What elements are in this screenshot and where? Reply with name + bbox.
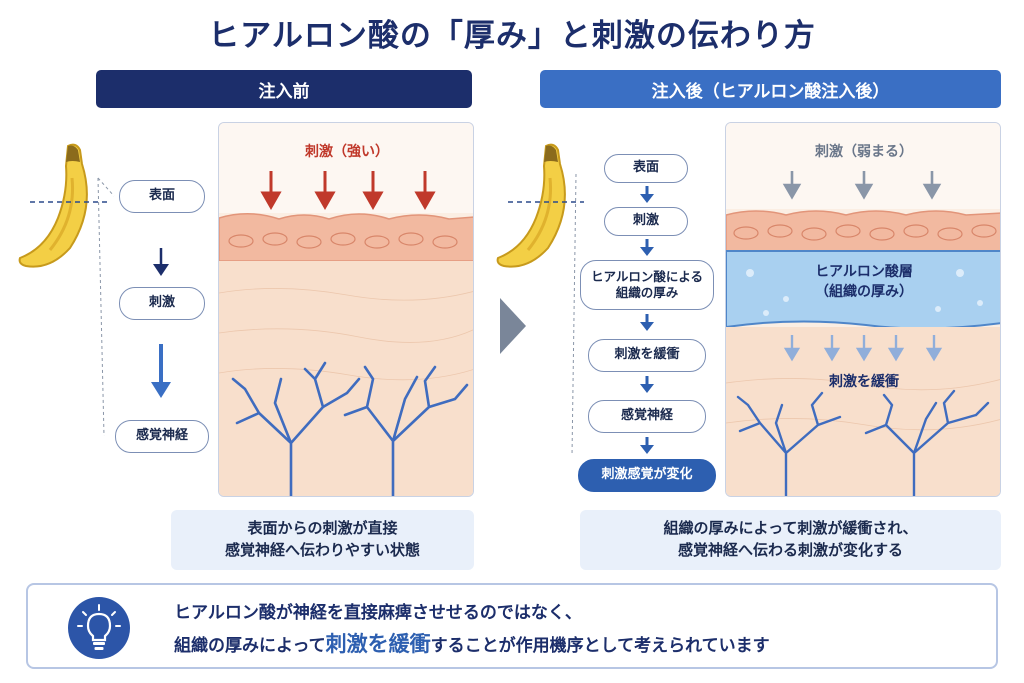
stimulus-strong-label: 刺激（強い）: [305, 144, 389, 160]
flow-step-surface: 表面: [119, 180, 205, 213]
flow-step-stimulus: 刺激: [604, 207, 688, 236]
ha-layer-label-line1: ヒアルロン酸層: [815, 264, 913, 280]
after-header: 注入後（ヒアルロン酸注入後）: [540, 70, 1001, 108]
connector-line: [571, 173, 577, 457]
conclusion-line2: 組織の厚みによって刺激を緩衝することが作用機序として考えられています: [174, 627, 770, 662]
connector-line: [97, 177, 115, 437]
stimulus-weak-label: 刺激（弱まる）: [815, 144, 913, 160]
flow-step-ha-thickness-line1: ヒアルロン酸による: [590, 269, 703, 285]
buffer-label: 刺激を緩衝: [829, 374, 899, 390]
before-header: 注入前: [96, 70, 472, 108]
down-arrow-icon: [640, 314, 654, 331]
flow-step-ha-thickness: ヒアルロン酸による 組織の厚み: [580, 260, 714, 310]
ha-layer-label: ヒアルロン酸層 （組織の厚み）: [726, 263, 1000, 302]
down-arrow-icon: [640, 437, 654, 454]
flow-step-sensory-nerve: 感覚神経: [115, 420, 209, 453]
after-caption-line1: 組織の厚みによって刺激が緩衝され、: [663, 519, 918, 538]
ha-layer-label-line2: （組織の厚み）: [815, 283, 913, 300]
flow-step-sensation-change: 刺激感覚が変化: [578, 459, 716, 492]
skin-diagram-before: 刺激（強い）: [218, 122, 474, 497]
conclusion-line1: ヒアルロン酸が神経を直接麻痺させせるのではなく、: [174, 603, 582, 623]
flow-step-buffer: 刺激を緩衝: [588, 339, 706, 372]
after-caption-line2: 感覚神経へ伝わる刺激が変化する: [677, 541, 903, 559]
before-caption: 表面からの刺激が直接 感覚神経へ伝わりやすい状態: [171, 510, 474, 570]
down-arrow-icon: [640, 186, 654, 203]
down-arrow-icon: [640, 239, 654, 256]
banana-icon: [496, 143, 584, 268]
conclusion-text: ヒアルロン酸が神経を直接麻痺させせるのではなく、 組織の厚みによって刺激を緩衝す…: [174, 599, 770, 662]
down-arrow-icon: [153, 248, 169, 276]
before-caption-line1: 表面からの刺激が直接: [247, 519, 398, 538]
before-caption-line2: 感覚神経へ伝わりやすい状態: [224, 541, 420, 559]
skin-diagram-after: 刺激（弱まる） ヒアルロン酸層 （組織の厚み） 刺激を緩衝: [725, 122, 1001, 497]
conclusion-box: ヒアルロン酸が神経を直接麻痺させせるのではなく、 組織の厚みによって刺激を緩衝す…: [26, 583, 998, 669]
conclusion-emphasis: 刺激を緩衝: [325, 632, 431, 657]
flow-step-ha-thickness-line2: 組織の厚み: [615, 285, 679, 300]
lightbulb-icon: [68, 597, 130, 659]
conclusion-line2-post: することが作用機序として考えられています: [430, 636, 770, 657]
after-caption: 組織の厚みによって刺激が緩衝され、 感覚神経へ伝わる刺激が変化する: [580, 510, 1001, 570]
flow-step-stimulus: 刺激: [119, 287, 205, 320]
flow-step-sensory-nerve: 感覚神経: [588, 400, 706, 433]
down-arrow-icon: [151, 344, 171, 398]
page-title: ヒアルロン酸の「厚み」と刺激の伝わり方: [208, 18, 816, 54]
conclusion-line2-pre: 組織の厚みによって: [174, 636, 326, 657]
chevron-right-icon: [500, 298, 526, 354]
banana-icon: [18, 143, 110, 268]
down-arrow-icon: [640, 376, 654, 393]
flow-step-surface: 表面: [604, 154, 688, 183]
